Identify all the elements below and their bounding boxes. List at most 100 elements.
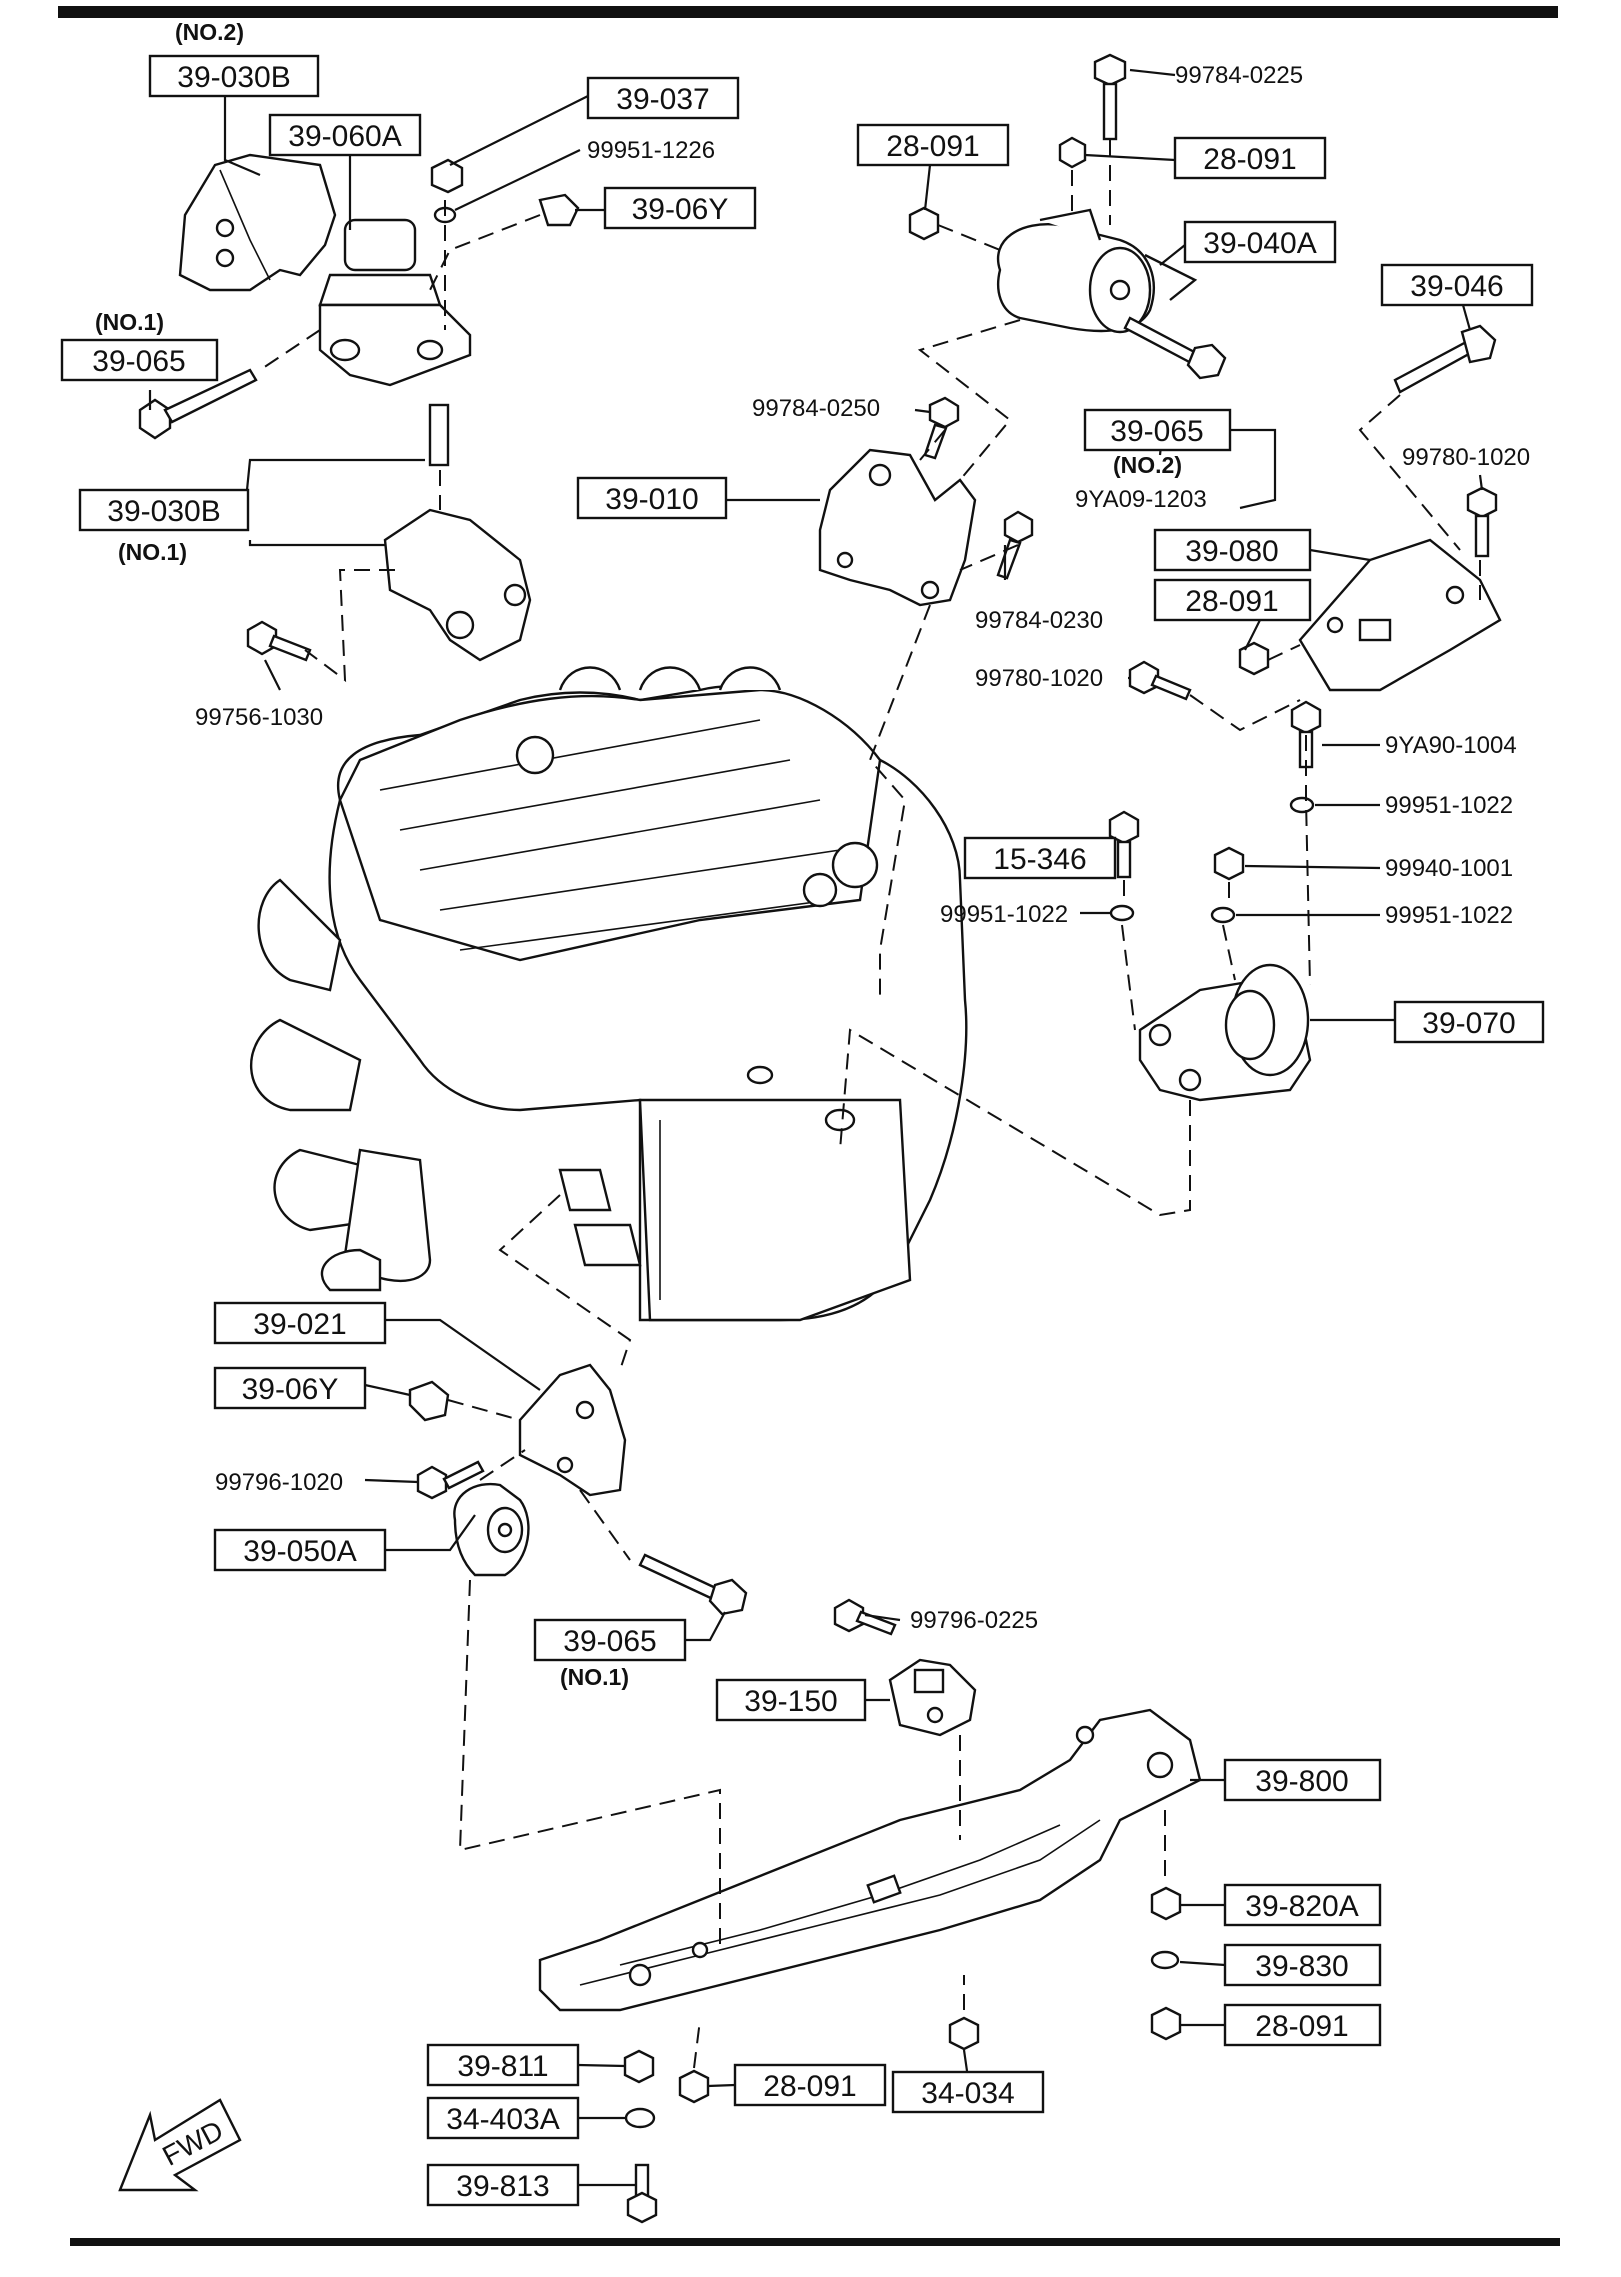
svg-text:39-030B: 39-030B [107, 495, 220, 528]
label-box-28-091-lower-center: 28-091 [733, 2063, 887, 2107]
washer-99951-1022-a [1289, 796, 1315, 814]
svg-text:34-034: 34-034 [921, 2077, 1014, 2110]
label-box-39-800: 39-800 [1223, 1758, 1382, 1802]
washer-39-830 [1150, 1950, 1180, 1970]
bolt-39-065-no2 [1123, 316, 1227, 380]
bolt-99796-1020 [416, 1460, 485, 1500]
svg-text:39-065: 39-065 [1110, 415, 1203, 448]
washer-99951-1022-b [1109, 904, 1135, 922]
nut-39-820a [1150, 1886, 1182, 1921]
clip-39-06y-top [538, 193, 580, 227]
label-box-39-06y-lower: 39-06Y [213, 1366, 367, 1410]
svg-text:39-811: 39-811 [457, 2050, 548, 2083]
svg-text:39-813: 39-813 [456, 2170, 549, 2203]
boxed-labels: 39-030B 39-060A 39-037 39-06Y 39-065 39-… [60, 54, 1545, 2207]
text-99784-0250: 99784-0250 [752, 395, 880, 422]
text-99951-1226: 99951-1226 [587, 137, 715, 164]
text-no1-bracket: (NO.1) [118, 539, 187, 565]
label-box-39-037: 39-037 [586, 76, 740, 120]
svg-text:39-050A: 39-050A [243, 1535, 356, 1568]
label-box-39-030b-no1: 39-030B [78, 488, 250, 532]
label-box-34-403a: 34-403A [426, 2096, 580, 2140]
no2-bracket-39-030b [178, 153, 337, 292]
svg-text:39-065: 39-065 [92, 345, 185, 378]
nut-39-811 [623, 2049, 655, 2084]
label-box-28-091-lower-right: 28-091 [1223, 2003, 1382, 2047]
svg-text:28-091: 28-091 [1255, 2010, 1348, 2043]
text-99951-1022-b: 99951-1022 [940, 901, 1068, 928]
nut-34-034 [948, 2016, 980, 2051]
label-box-39-046: 39-046 [1380, 263, 1534, 307]
crossmember-39-800 [538, 1708, 1202, 2012]
washer-99951-1022-c [1210, 906, 1236, 924]
leader-lines [148, 68, 1484, 2187]
bracket-39-010 [818, 448, 977, 607]
text-9ya09-1203: 9YA09-1203 [1075, 486, 1207, 513]
bolt-99796-0225 [833, 1598, 897, 1636]
bolt-99784-0250 [923, 396, 960, 460]
svg-text:39-021: 39-021 [253, 1308, 346, 1341]
stud-top-left [428, 403, 450, 467]
bolt-99756-1030 [246, 620, 312, 662]
nut-28-091-top [1058, 136, 1087, 169]
mount-39-050a [453, 1482, 530, 1577]
text-no2-right: (NO.2) [1113, 452, 1182, 478]
clip-39-06y-lower [408, 1380, 450, 1422]
label-box-28-091-left: 28-091 [856, 123, 1010, 167]
bottom-border-rule [70, 2238, 1560, 2246]
bolt-99784-0225 [1093, 53, 1127, 141]
svg-text:39-070: 39-070 [1422, 1007, 1515, 1040]
label-box-39-065-no1-lower: 39-065 [533, 1618, 687, 1662]
label-box-39-065-no1-top: 39-065 [60, 338, 219, 382]
svg-text:39-010: 39-010 [605, 483, 698, 516]
svg-text:28-091: 28-091 [886, 130, 979, 163]
label-box-34-034: 34-034 [891, 2070, 1045, 2114]
text-99780-1020-top: 99780-1020 [1402, 444, 1530, 471]
engine-block [249, 666, 968, 1322]
text-99940-1001: 99940-1001 [1385, 855, 1513, 882]
label-box-39-070: 39-070 [1393, 1000, 1545, 1044]
svg-text:39-830: 39-830 [1255, 1950, 1348, 1983]
nut-28-091-lower-center [678, 2069, 710, 2104]
label-box-39-065-no2: 39-065 [1083, 408, 1232, 452]
label-box-39-830: 39-830 [1223, 1943, 1382, 1987]
bracket-39-021 [518, 1363, 627, 1497]
bolt-9ya90-1004 [1290, 700, 1322, 769]
stud-39-813 [626, 2163, 658, 2224]
svg-text:39-150: 39-150 [744, 1685, 837, 1718]
mount-39-040a [997, 208, 1198, 334]
label-box-39-813: 39-813 [426, 2163, 580, 2207]
text-no1-top-left: (NO.1) [95, 309, 164, 335]
svg-text:39-060A: 39-060A [288, 120, 401, 153]
svg-text:28-091: 28-091 [763, 2070, 856, 2103]
svg-text:34-403A: 34-403A [446, 2103, 559, 2136]
bolt-39-046 [1393, 324, 1497, 394]
nut-28-091-right [1238, 641, 1270, 676]
label-box-15-346: 15-346 [963, 836, 1117, 880]
label-box-39-010: 39-010 [576, 476, 728, 520]
washer-34-403a [624, 2107, 656, 2129]
bolt-15-346 [1108, 810, 1140, 879]
svg-text:39-800: 39-800 [1255, 1765, 1348, 1798]
text-99784-0225: 99784-0225 [1175, 62, 1303, 89]
nut-99940-1001 [1213, 846, 1245, 881]
bolt-99780-1020-top [1466, 486, 1498, 558]
svg-text:39-065: 39-065 [563, 1625, 656, 1658]
svg-text:39-080: 39-080 [1185, 535, 1278, 568]
svg-text:39-037: 39-037 [616, 83, 709, 116]
text-99784-0230: 99784-0230 [975, 607, 1103, 634]
label-box-39-080: 39-080 [1153, 528, 1312, 572]
nut-39-037 [430, 158, 464, 194]
mount-39-060a [318, 218, 472, 387]
text-99756-1030: 99756-1030 [195, 704, 323, 731]
text-99796-0225: 99796-0225 [910, 1607, 1038, 1634]
svg-text:28-091: 28-091 [1203, 143, 1296, 176]
text-no2-top-left: (NO.2) [175, 19, 244, 45]
svg-text:15-346: 15-346 [993, 843, 1086, 876]
bolt-99784-0230 [996, 510, 1034, 580]
svg-text:39-040A: 39-040A [1203, 227, 1316, 260]
text-no1-lower: (NO.1) [560, 1664, 629, 1690]
label-box-39-060a: 39-060A [268, 113, 422, 157]
no1-bracket-39-030b [383, 508, 532, 662]
